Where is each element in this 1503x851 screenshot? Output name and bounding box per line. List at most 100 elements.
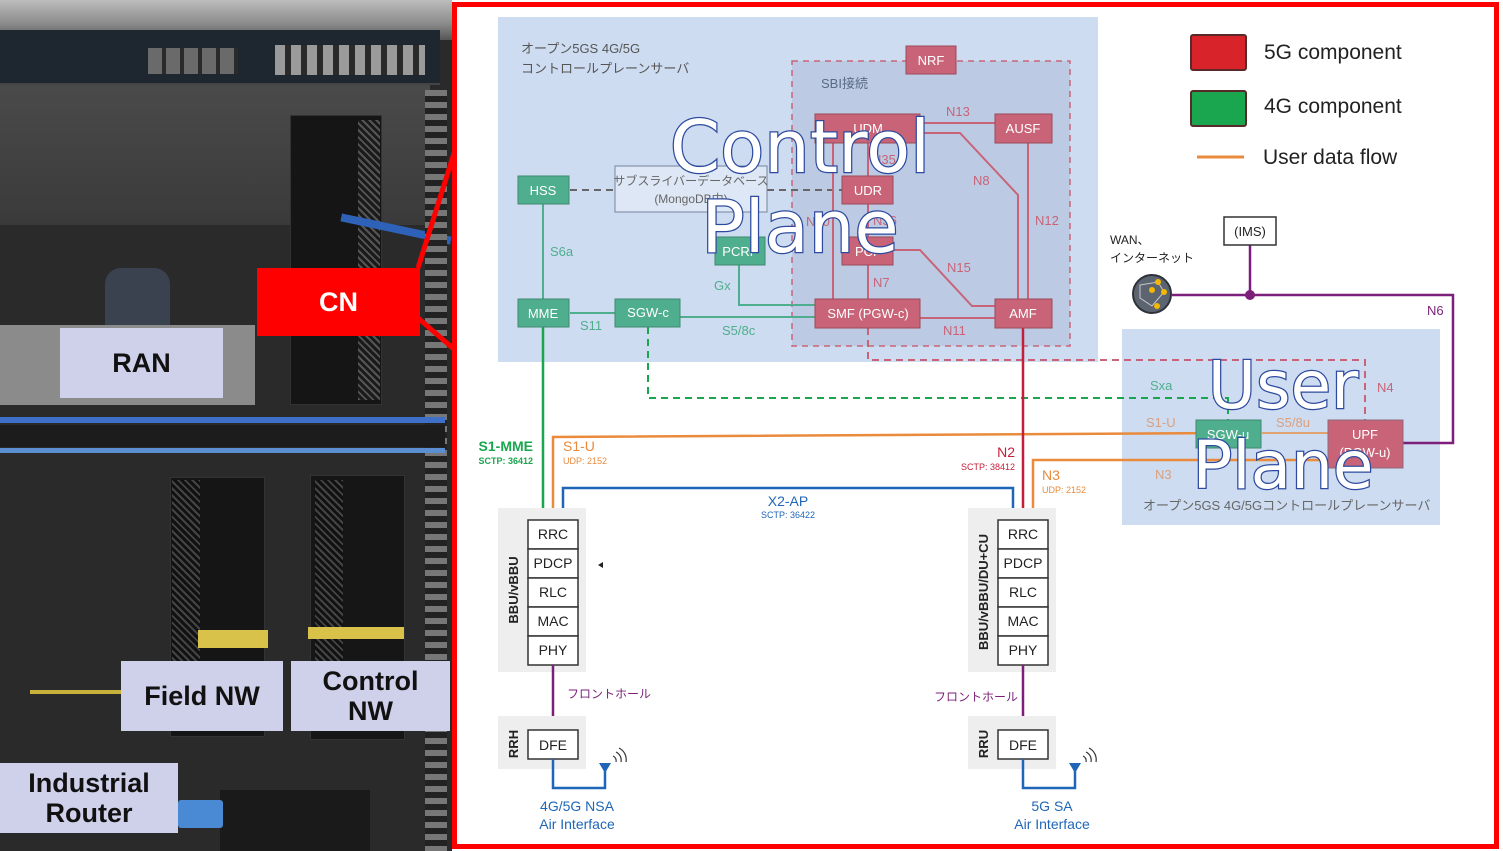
right-layer[interactable]: PDCP [997,548,1049,579]
svg-text:(MongoDB中): (MongoDB中) [654,191,727,206]
node-pcrf[interactable]: PCRF [714,236,766,266]
left-layer[interactable]: RRC [527,519,579,550]
control-plane-links [542,122,1029,319]
air-interface-left-1: 4G/5G NSA [540,798,615,814]
label-n2: N2 [997,444,1015,460]
air-link-right [1021,759,1077,790]
link-sxa [647,327,1229,420]
label-s1-mme: S1-MME [479,438,533,454]
right-layer[interactable]: RLC [997,577,1049,608]
label-s1-u-up: S1-U [1146,415,1176,430]
callout-line-bottom [416,316,457,352]
svg-text:UPF: UPF [1352,427,1378,442]
industrial-router-label: Industrial Router [0,763,178,833]
left-layer[interactable]: RLC [527,577,579,608]
label-n11: N11 [943,323,966,338]
right-layer[interactable]: MAC [997,606,1049,637]
svg-text:PCF: PCF [855,244,881,259]
node-nrf[interactable]: NRF [905,45,957,75]
node-smf[interactable]: SMF (PGW-c) [814,298,921,329]
svg-text:DFE: DFE [539,737,567,753]
user-plane-server-label: オープン5GS 4G/5Gコントロールプレーンサーバ [1143,498,1430,513]
node-ausf[interactable]: AUSF [994,113,1053,144]
ran-link-labels: S1-MME SCTP: 36412 S1-U UDP: 2152 X2-AP … [478,438,1086,520]
svg-text:NRF: NRF [918,53,945,68]
label-n3-up: N3 [1155,467,1172,482]
link-x2-ap [561,486,1015,520]
link-n6 [1172,293,1455,445]
svg-text:User data flow: User data flow [1263,146,1398,169]
control-nw-label: Control NW [291,661,450,731]
left-layer[interactable]: MAC [527,606,579,637]
svg-text:MME: MME [528,306,559,321]
right-layer-label: RRC [1008,526,1038,542]
svg-text:(PGW-u): (PGW-u) [1339,445,1390,460]
field-nw-tag [198,630,268,648]
control-nw-tag [308,627,404,639]
collapse-arrow-icon[interactable] [598,562,603,568]
internet-globe-icon[interactable] [1132,274,1172,314]
control-plane-server-label-1: オープン5GS 4G/5G [521,41,640,56]
legend-swatch-5g [1190,34,1247,71]
label-n15: N15 [947,260,971,275]
node-pcf[interactable]: PCF [841,236,894,266]
svg-text:5G component: 5G component [1264,41,1402,64]
link-pcrf-smf [738,265,815,306]
sbi-label: SBI接続 [821,76,868,91]
antenna-icon-left [599,747,627,773]
label-n6: N6 [1427,303,1444,318]
node-udr[interactable]: UDR [841,175,894,205]
node-hss[interactable]: HSS [517,175,570,205]
fronthaul-right-label: フロントホール [934,690,1018,704]
node-sgw-u[interactable]: SGW-u [1195,419,1262,449]
svg-text:Control: Control [670,105,930,189]
right-layer[interactable]: RRC [997,519,1049,550]
wan-label-1: WAN、 [1110,233,1150,247]
label-n4: N4 [1377,380,1394,395]
air-link-left [551,759,607,790]
link-n4 [867,328,1366,420]
rack-rail [425,90,447,851]
air-interface-right-2: Air Interface [1014,816,1090,832]
blue-patch-cables [178,800,223,828]
svg-text:AMF: AMF [1009,306,1037,321]
svg-text:SMF (PGW-c): SMF (PGW-c) [827,306,908,321]
svg-text:Plane: Plane [1192,427,1373,504]
svg-text:User: User [1208,347,1359,424]
label-n2-port: SCTP: 38412 [961,462,1015,472]
control-plane-server-label-2: コントロールプレーンサーバ [521,61,689,76]
left-layer[interactable]: PDCP [527,548,579,579]
label-x2-ap-port: SCTP: 36422 [761,510,815,520]
svg-text:DFE: DFE [1009,737,1037,753]
rru-label: RRU [976,730,991,758]
right-layer-label: PHY [1009,642,1038,658]
node-upf[interactable]: UPF (PGW-u) [1327,419,1404,469]
dfe-right[interactable]: DFE [997,729,1049,760]
label-gx: Gx [714,278,731,293]
bbu-right-label: BBU/vBBU/DU+CU [976,534,991,650]
node-sgw-c[interactable]: SGW-c [614,298,681,328]
link-n3 [1031,458,1330,520]
svg-text:PCRF: PCRF [722,244,757,259]
subscriber-database[interactable]: サブスライバーデータベース (MongoDB中) [613,165,769,213]
legend-item-4g: 4G component [1190,90,1402,127]
air-interface-right-1: 5G SA [1031,798,1073,814]
left-layer[interactable]: PHY [527,635,579,666]
control-plane-interface-labels: S6a S11 Gx S5/8c N13 N35 N8 N12 N10 N36 … [550,104,1059,338]
node-amf[interactable]: AMF [994,298,1053,329]
ims-node[interactable]: (IMS) [1223,216,1277,246]
blue-cable-lower [0,448,445,453]
node-udm[interactable]: UDM [814,113,921,144]
power-brick [220,790,370,851]
dfe-left[interactable]: DFE [527,729,579,760]
label-sxa: Sxa [1150,378,1173,393]
label-n35: N35 [872,152,896,167]
legend-item-5g: 5G component [1190,34,1402,71]
right-layer[interactable]: PHY [997,635,1049,666]
left-layer-label: RLC [539,584,567,600]
svg-text:4G component: 4G component [1264,95,1402,118]
n6-junction [1245,290,1255,300]
node-mme[interactable]: MME [517,298,570,328]
